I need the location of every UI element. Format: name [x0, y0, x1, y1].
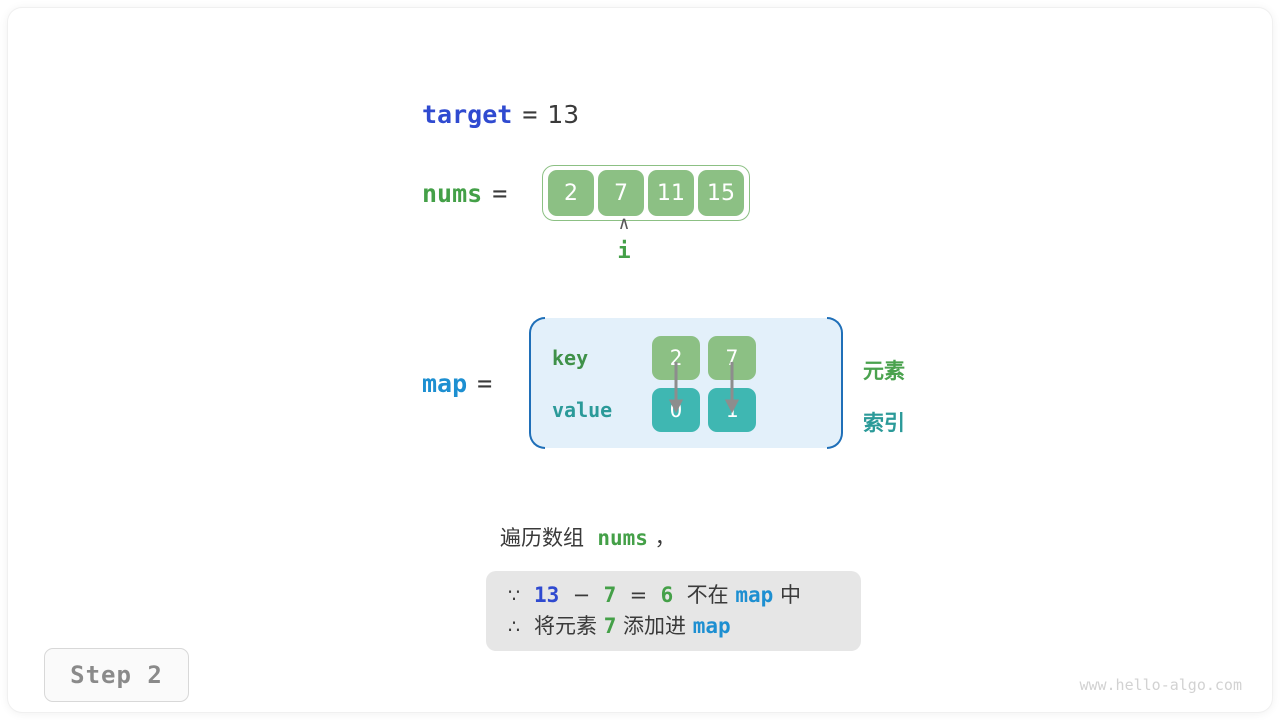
- caret-up-icon: ∧: [618, 213, 630, 234]
- nums-equals-sign: =: [492, 178, 508, 208]
- target-value: 13: [547, 100, 580, 129]
- because-symbol-icon: ∵: [508, 585, 521, 607]
- note-operand-current: 7: [603, 583, 617, 607]
- map-legend: 元素 索引: [863, 345, 933, 449]
- note-map-ref-2: map: [692, 614, 731, 638]
- map-equals-sign: =: [477, 368, 493, 398]
- step-label: Step 2: [70, 661, 163, 689]
- nums-cell-3: 15: [698, 170, 744, 216]
- description-suffix: ，: [654, 526, 676, 550]
- map-key-row: key 2 7: [552, 336, 756, 380]
- map-value-cell-1: 1: [708, 388, 756, 432]
- map-declaration: map = key 2 7 value 0: [422, 317, 843, 449]
- nums-array-container: 2 7 11 15: [542, 165, 750, 221]
- map-key-cell-0: 2: [652, 336, 700, 380]
- map-container: key 2 7 value 0 1: [529, 317, 843, 449]
- note-operand-target: 13: [534, 583, 560, 607]
- reasoning-note-box: ∵ 13 − 7 = 6 不在 map 中 ∴ 将元素: [486, 571, 861, 651]
- therefore-symbol-icon: ∴: [508, 616, 521, 638]
- note-in-text: 中: [779, 583, 801, 607]
- nums-cell-2: 11: [648, 170, 694, 216]
- target-variable-name: target: [422, 100, 513, 129]
- watermark: www.hello-algo.com: [1079, 676, 1242, 694]
- description-prefix: 遍历数组: [500, 526, 584, 550]
- nums-variable-name: nums: [422, 178, 483, 208]
- description-line: 遍历数组 nums ，: [500, 522, 676, 552]
- note-add-element-text: 将元素: [534, 614, 597, 638]
- map-value-cell-0: 0: [652, 388, 700, 432]
- map-key-cell-1: 7: [708, 336, 756, 380]
- note-add-into-text: 添加进: [623, 614, 687, 638]
- note-line-1: ∵ 13 − 7 = 6 不在 map 中: [508, 580, 839, 611]
- note-minus-sign: −: [572, 583, 591, 607]
- pointer-variable-name: i: [617, 239, 631, 264]
- target-declaration: target = 13: [422, 100, 579, 129]
- description-code: nums: [597, 526, 648, 550]
- map-value-row: value 0 1: [552, 388, 756, 432]
- map-grid: key 2 7 value 0 1: [530, 318, 842, 448]
- nums-cell-1: 7: [598, 170, 644, 216]
- note-added-number: 7: [603, 614, 617, 638]
- note-not-in-text: 不在: [686, 583, 729, 607]
- map-value-label: value: [552, 398, 613, 422]
- illustration-card: target = 13 nums = 2 7 11 15 ∧ i map: [8, 8, 1272, 712]
- note-result: 6: [660, 583, 674, 607]
- step-badge: Step 2: [44, 648, 189, 702]
- map-key-label: key: [552, 346, 589, 370]
- note-line-2: ∴ 将元素 7 添加进 map: [508, 611, 839, 642]
- nums-label-group: nums =: [422, 179, 542, 208]
- nums-cell-0: 2: [548, 170, 594, 216]
- target-equals-sign: =: [522, 100, 538, 129]
- map-key-cells: 2 7: [652, 336, 756, 380]
- note-equals-sign: =: [629, 583, 648, 607]
- nums-declaration: nums = 2 7 11 15: [422, 165, 750, 221]
- note-map-ref-1: map: [735, 583, 774, 607]
- map-variable-name: map: [422, 368, 468, 398]
- map-value-cells: 0 1: [652, 388, 756, 432]
- index-pointer: ∧ i: [604, 214, 644, 266]
- map-label-group: map =: [422, 369, 530, 398]
- legend-element-label: 元素: [863, 359, 905, 383]
- legend-index-label: 索引: [863, 411, 905, 435]
